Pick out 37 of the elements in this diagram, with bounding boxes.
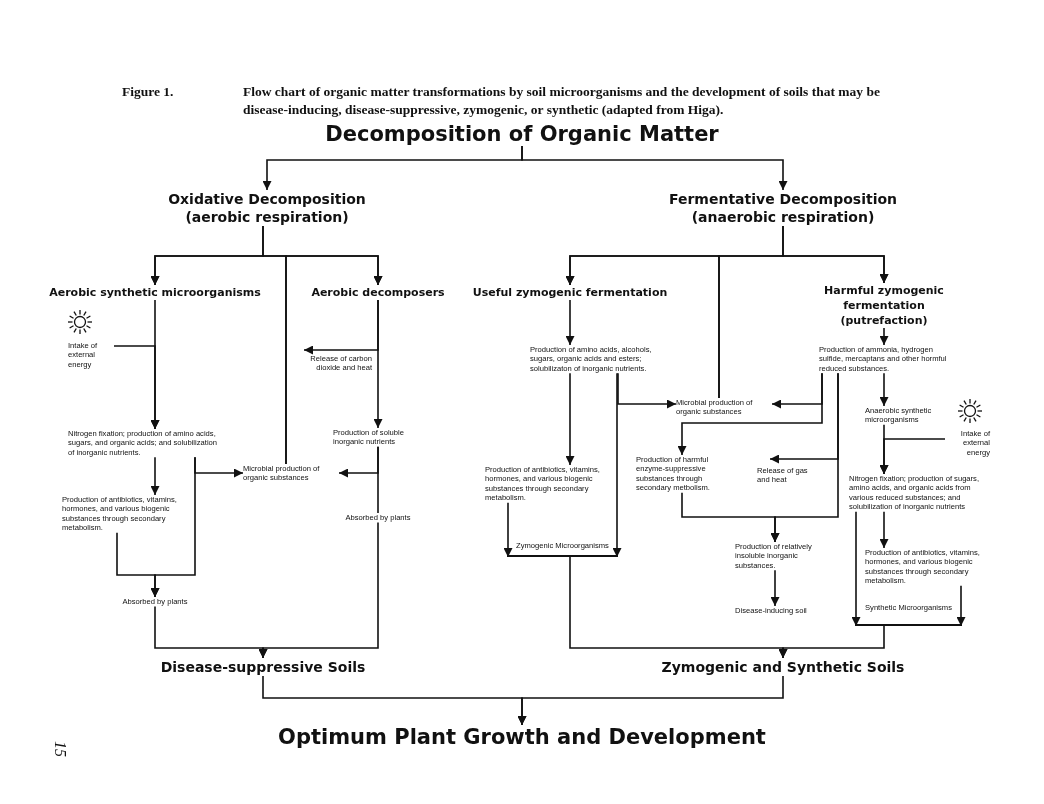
arrow: [565, 372, 575, 466]
arrow: [285, 255, 383, 465]
arrow: [879, 510, 889, 549]
arrow: [113, 345, 160, 430]
arrow: [879, 327, 889, 346]
arrow: [879, 438, 946, 475]
arrow: [150, 456, 160, 496]
heading-text: Fermentative Decomposition (anaerobic respiration): [653, 190, 913, 226]
arrow: [503, 501, 513, 558]
heading-text: Harmful zymogenic fermentation (putrefaction): [804, 283, 964, 328]
figure-number: Figure 1.: [122, 83, 174, 101]
arrow: [612, 372, 622, 558]
heading-text: Decomposition of Organic Matter: [325, 122, 719, 146]
heading-text: Useful zymogenic fermentation: [472, 285, 668, 300]
arrow: [521, 145, 788, 191]
arrow: [956, 584, 966, 627]
arrow: [879, 372, 889, 407]
arrow: [677, 372, 823, 456]
heading-text: Oxidative Decomposition (aerobic respiration): [137, 190, 397, 226]
arrow: [617, 372, 677, 409]
arrow: [373, 299, 383, 429]
heading-text: Disease-suppressive Soils: [160, 658, 366, 676]
arrow: [258, 521, 379, 659]
heading-text: Optimum Plant Growth and Development: [278, 725, 766, 749]
heading-text: Aerobic decomposers: [311, 285, 445, 300]
arrow: [770, 569, 780, 607]
heading-text: Aerobic synthetic microorganisms: [49, 285, 261, 300]
arrow: [851, 510, 861, 627]
arrow: [718, 255, 889, 399]
arrow: [565, 299, 575, 346]
arrow: [770, 372, 839, 543]
arrow: [116, 531, 160, 598]
page-number: 15: [51, 741, 69, 757]
arrow: [517, 675, 784, 726]
arrow: [778, 625, 885, 659]
heading-text: Zymogenic and Synthetic Soils: [661, 658, 905, 676]
figure-caption: Flow chart of organic matter transformations by soil microorganisms and the development of soils that may be disease-inducing, disease-suppressive, zymogenic, or synthetic (adapted from Higa).: [243, 83, 881, 119]
